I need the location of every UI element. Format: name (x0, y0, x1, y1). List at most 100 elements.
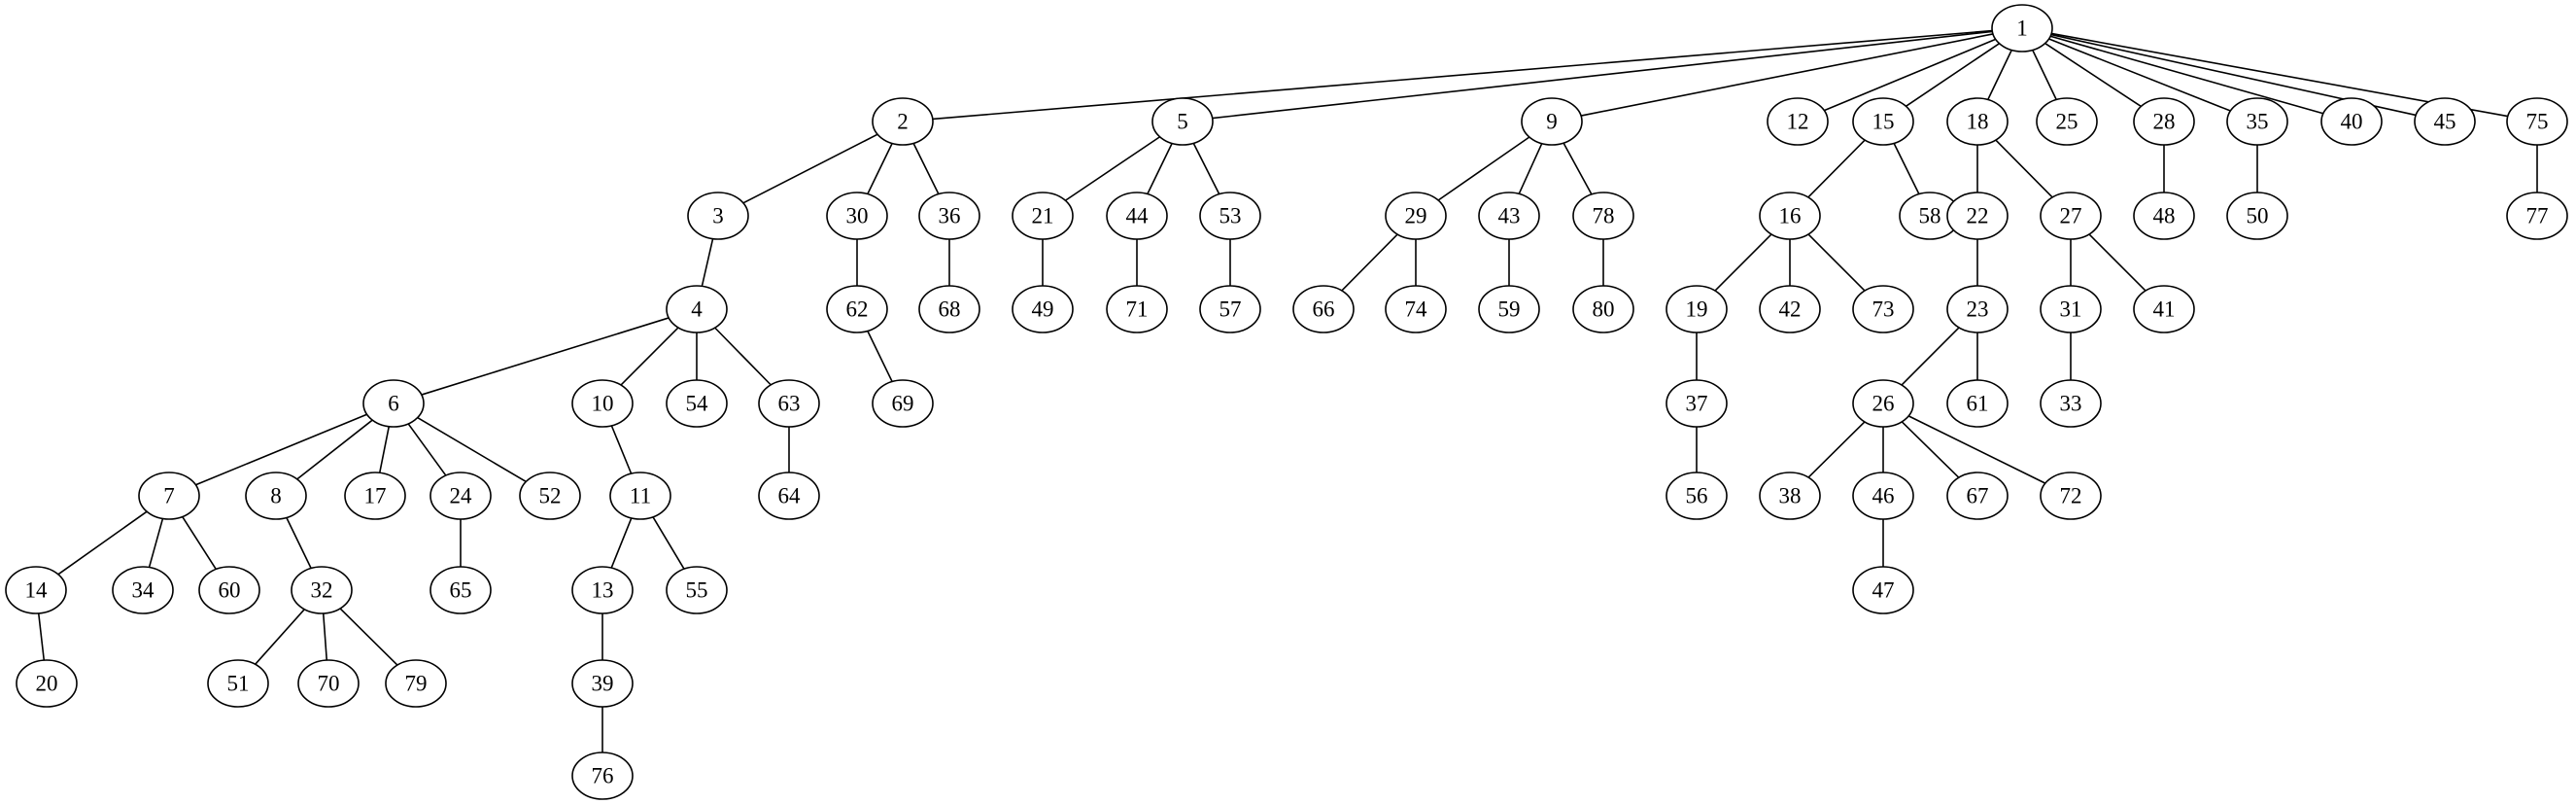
node-ellipse (138, 472, 200, 520)
node-ellipse (666, 285, 728, 333)
edge-32-51 (255, 609, 305, 665)
node-label: 4 (691, 297, 703, 322)
tree-node: 5 (1151, 97, 1214, 146)
tree-node: 58 (1899, 192, 1961, 240)
node-ellipse (2133, 192, 2195, 240)
node-label: 34 (132, 578, 155, 603)
node-label: 36 (939, 204, 961, 228)
tree-node: 29 (1385, 192, 1447, 240)
edge-26-67 (1901, 421, 1960, 478)
node-label: 71 (1126, 297, 1149, 322)
tree-node: 75 (2506, 97, 2568, 146)
node-label: 29 (1405, 204, 1427, 228)
node-label: 67 (1967, 484, 1989, 508)
tree-node: 36 (918, 192, 980, 240)
node-label: 32 (311, 578, 333, 603)
node-label: 9 (1546, 110, 1558, 134)
node-label: 54 (686, 392, 709, 416)
node-ellipse (918, 285, 980, 333)
node-label: 40 (2341, 110, 2363, 134)
tree-node: 78 (1572, 192, 1634, 240)
node-ellipse (2506, 97, 2568, 146)
edge-1-28 (2044, 42, 2142, 108)
node-label: 44 (1126, 204, 1150, 228)
node-label: 15 (1872, 110, 1895, 134)
node-ellipse (344, 472, 406, 520)
node-label: 27 (2060, 204, 2082, 228)
node-label: 55 (686, 578, 708, 603)
tree-node: 10 (571, 379, 634, 428)
node-ellipse (1012, 192, 1074, 240)
node-label: 47 (1872, 578, 1895, 603)
tree-node: 49 (1012, 285, 1074, 333)
tree-node: 60 (198, 566, 260, 614)
node-ellipse (1759, 192, 1821, 240)
node-ellipse (291, 566, 353, 614)
edge-1-25 (2032, 50, 2057, 100)
node-label: 70 (318, 672, 340, 696)
node-ellipse (385, 659, 447, 708)
edge-29-66 (1341, 233, 1398, 292)
tree-node: 37 (1666, 379, 1728, 428)
tree-node: 7 (138, 472, 200, 520)
node-label: 38 (1779, 484, 1802, 508)
tree-node: 61 (1946, 379, 2009, 428)
node-label: 26 (1872, 392, 1895, 416)
edge-9-43 (1518, 143, 1543, 194)
node-label: 24 (450, 484, 473, 508)
edge-1-40 (2049, 35, 2324, 115)
node-ellipse (2040, 285, 2102, 333)
tree-node: 3 (687, 192, 749, 240)
tree-node: 35 (2226, 97, 2288, 146)
node-label: 35 (2247, 110, 2269, 134)
node-ellipse (112, 566, 174, 614)
node-label: 1 (2016, 17, 2028, 41)
edge-14-20 (37, 612, 46, 661)
node-label: 10 (592, 392, 614, 416)
tree-node: 9 (1521, 97, 1583, 146)
edge-16-73 (1807, 233, 1866, 292)
tree-node: 17 (344, 472, 406, 520)
tree-node: 67 (1946, 472, 2009, 520)
node-ellipse (2133, 285, 2195, 333)
node-label: 37 (1686, 392, 1708, 416)
node-ellipse (1991, 4, 2053, 52)
edge-11-13 (610, 517, 633, 569)
tree-node: 64 (758, 472, 820, 520)
edge-1-15 (1905, 43, 2001, 107)
tree-node: 47 (1852, 566, 1914, 614)
edge-18-27 (1995, 139, 2053, 198)
node-ellipse (1478, 192, 1540, 240)
edge-2-36 (912, 143, 940, 194)
edge-62-69 (867, 331, 893, 382)
edge-7-14 (57, 510, 148, 576)
edge-1-5 (1212, 30, 1993, 120)
edge-11-55 (652, 516, 685, 570)
edge-6-7 (195, 413, 367, 486)
tree-node: 72 (2040, 472, 2102, 520)
node-ellipse (571, 379, 634, 428)
tree-node: 68 (918, 285, 980, 333)
edge-32-79 (339, 608, 398, 666)
node-label: 57 (1219, 297, 1242, 322)
node-label: 33 (2060, 392, 2082, 416)
tree-node: 50 (2226, 192, 2288, 240)
node-ellipse (2133, 97, 2195, 146)
node-ellipse (1767, 97, 1829, 146)
node-ellipse (1666, 285, 1728, 333)
tree-node: 46 (1852, 472, 1914, 520)
edge-6-24 (407, 423, 447, 476)
edge-layer (37, 29, 2538, 752)
tree-node: 32 (291, 566, 353, 614)
tree-node: 63 (758, 379, 820, 428)
tree-node: 21 (1012, 192, 1074, 240)
node-label: 39 (592, 672, 614, 696)
node-ellipse (1852, 566, 1914, 614)
node-ellipse (429, 566, 492, 614)
node-ellipse (758, 379, 820, 428)
node-ellipse (1106, 192, 1168, 240)
tree-node: 73 (1852, 285, 1914, 333)
edge-15-58 (1893, 143, 1920, 194)
tree-node: 27 (2040, 192, 2102, 240)
